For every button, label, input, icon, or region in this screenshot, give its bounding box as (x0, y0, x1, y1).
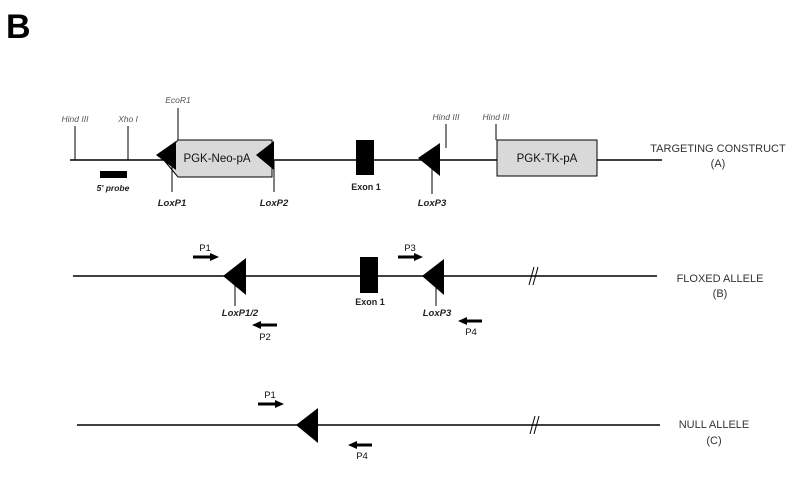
floxed-exon1-label: Exon 1 (355, 297, 385, 307)
neo-cassette-label: PGK-Neo-pA (183, 153, 250, 165)
null-p4-label: P4 (356, 451, 368, 462)
floxed-allele-sublabel: (B) (713, 288, 728, 300)
floxed-p4-arrowhead-icon (458, 317, 467, 325)
panel-label: B (6, 8, 31, 46)
null-p4-arrowhead-icon (348, 441, 357, 449)
tk-cassette-label: PGK-TK-pA (517, 153, 578, 165)
loxp2-label: LoxP2 (260, 198, 289, 209)
exon1-block (356, 140, 374, 175)
ecor1-site-label: EcoR1 (165, 95, 191, 105)
loxp1-label: LoxP1 (158, 198, 187, 209)
null-p1-arrowhead-icon (275, 400, 284, 408)
floxed-p2-label: P2 (259, 332, 271, 343)
floxed-p3-label: P3 (404, 243, 416, 254)
tk-cassette-box (496, 139, 598, 177)
exon1-label: Exon 1 (351, 182, 381, 192)
floxed-exon1-block (360, 257, 378, 293)
floxed-break-mark-2 (532, 266, 539, 286)
targeting-construct-label: TARGETING CONSTRUCT (650, 143, 786, 155)
hindiii-site-2-label: Hind III (433, 112, 461, 122)
loxp12-label: LoxP1/2 (222, 308, 259, 319)
floxed-p3-arrowhead-icon (414, 253, 423, 261)
floxed-allele-row: P1 LoxP1/2 P2 Exon 1 P3 LoxP3 P4 FLOXED … (73, 243, 763, 343)
loxp3-label: LoxP3 (418, 198, 447, 209)
null-allele-label: NULL ALLELE (679, 419, 750, 431)
floxed-loxp3-triangle-icon (422, 259, 444, 295)
xhoi-site-label: Xho I (117, 114, 138, 124)
floxed-p1-arrowhead-icon (210, 253, 219, 261)
floxed-p2-arrowhead-icon (252, 321, 261, 329)
null-allele-sublabel: (C) (706, 435, 721, 447)
loxp1-triangle-icon (156, 141, 176, 170)
null-loxp-triangle-icon (296, 408, 318, 443)
hindiii-site-3-label: Hind III (483, 112, 511, 122)
targeting-construct-row: Hind III Xho I EcoR1 Hind III Hind III 5… (62, 95, 786, 209)
null-allele-row: P1 P4 NULL ALLELE (C) (77, 390, 749, 462)
loxp2-triangle-icon (256, 141, 274, 170)
floxed-allele-label: FLOXED ALLELE (677, 273, 764, 285)
hindiii-site-1-label: Hind III (62, 114, 90, 124)
floxed-loxp3-label: LoxP3 (423, 308, 452, 319)
null-p1-label: P1 (264, 390, 276, 401)
targeting-construct-sublabel: (A) (711, 158, 726, 170)
floxed-p4-label: P4 (465, 327, 477, 338)
probe-bar (100, 171, 127, 178)
probe-label: 5' probe (97, 183, 130, 193)
null-break-mark-2 (533, 415, 540, 435)
floxed-break-mark-1 (528, 266, 535, 286)
floxed-p1-label: P1 (199, 243, 211, 254)
null-break-mark-1 (529, 415, 536, 435)
loxp3-triangle-icon (418, 143, 440, 176)
